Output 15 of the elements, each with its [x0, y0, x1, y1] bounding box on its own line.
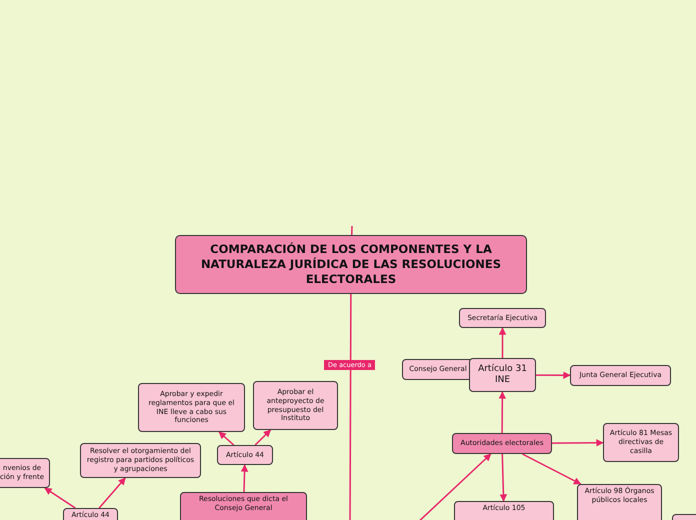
arrow: [498, 391, 506, 433]
arrow: [240, 464, 248, 492]
arrow: [522, 453, 582, 485]
arrow: [500, 454, 508, 502]
topic-box: Artículo 31 INE: [469, 358, 536, 392]
arrow: [536, 372, 571, 379]
arrow: [218, 431, 234, 446]
title-box: COMPARACIÓN DE LOS COMPONENTES Y LA NATURALEZA JURÍDICA DE LAS RESOLUCIONES ELECTORALES: [175, 235, 527, 294]
arrow: [498, 327, 506, 358]
arrow: [44, 487, 76, 509]
connector-line: [351, 226, 353, 236]
arrow: [254, 429, 272, 446]
arrow: [98, 477, 126, 508]
connector-line: [349, 294, 352, 520]
arrow: [552, 439, 604, 447]
